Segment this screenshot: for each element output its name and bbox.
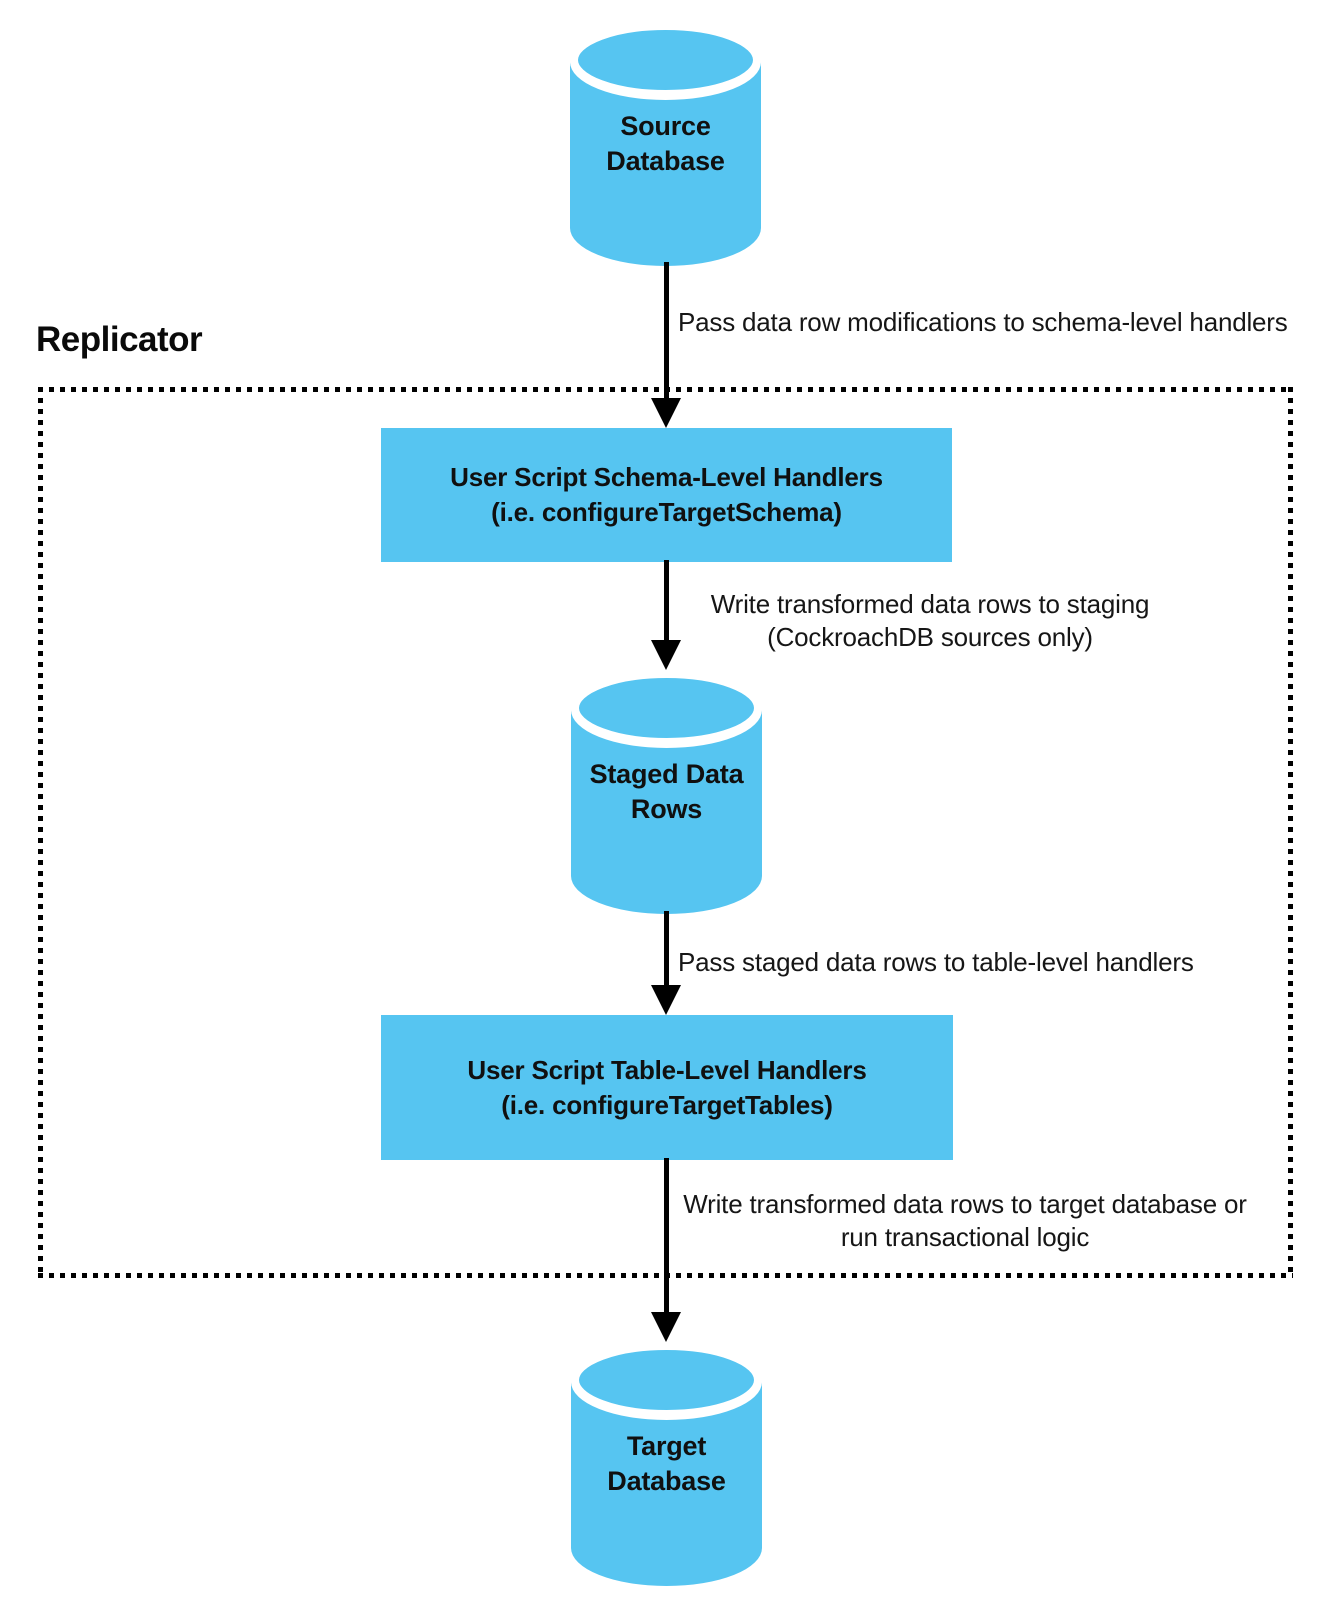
edge-label-table-to-target: Write transformed data rows to target da… xyxy=(683,1189,1247,1252)
table-level-handlers-box: User Script Table-Level Handlers (i.e. c… xyxy=(381,1015,953,1160)
arrowhead-icon xyxy=(651,640,681,670)
arrow-source-to-schema xyxy=(651,262,681,428)
table-handlers-line1: User Script Table-Level Handlers xyxy=(467,1054,867,1085)
arrow-staged-to-table xyxy=(651,911,681,1015)
database-cylinder-icon xyxy=(570,22,761,266)
replicator-label: Replicator xyxy=(36,320,203,359)
arrowhead-icon xyxy=(651,398,681,428)
source-database-label: Source Database xyxy=(606,111,725,176)
source-database-node: Source Database xyxy=(570,22,761,266)
arrow-shaft xyxy=(663,262,669,398)
arrow-shaft xyxy=(663,1158,669,1312)
schema-level-handlers-box: User Script Schema-Level Handlers (i.e. … xyxy=(381,428,952,562)
schema-handlers-line2: (i.e. configureTargetSchema) xyxy=(491,497,842,527)
database-cylinder-icon xyxy=(571,1342,762,1586)
arrow-shaft xyxy=(663,560,669,640)
edge-label-staged-to-table: Pass staged data rows to table-level han… xyxy=(678,947,1194,977)
database-cylinder-icon xyxy=(571,670,762,914)
schema-handlers-line1: User Script Schema-Level Handlers xyxy=(450,462,883,492)
staged-data-rows-label: Staged Data Rows xyxy=(589,759,744,824)
arrow-schema-to-staged xyxy=(651,560,681,670)
table-handlers-line2: (i.e. configureTargetTables) xyxy=(501,1089,833,1120)
arrow-table-to-target xyxy=(651,1158,681,1342)
edge-label-schema-to-staged: Write transformed data rows to staging (… xyxy=(710,589,1150,652)
target-database-node: Target Database xyxy=(571,1342,762,1586)
staged-data-rows-node: Staged Data Rows xyxy=(571,670,762,914)
arrowhead-icon xyxy=(651,1312,681,1342)
arrowhead-icon xyxy=(651,985,681,1015)
arrow-shaft xyxy=(663,911,669,985)
target-database-label: Target Database xyxy=(607,1431,726,1496)
edge-label-source-to-schema: Pass data row modifications to schema-le… xyxy=(678,307,1288,337)
